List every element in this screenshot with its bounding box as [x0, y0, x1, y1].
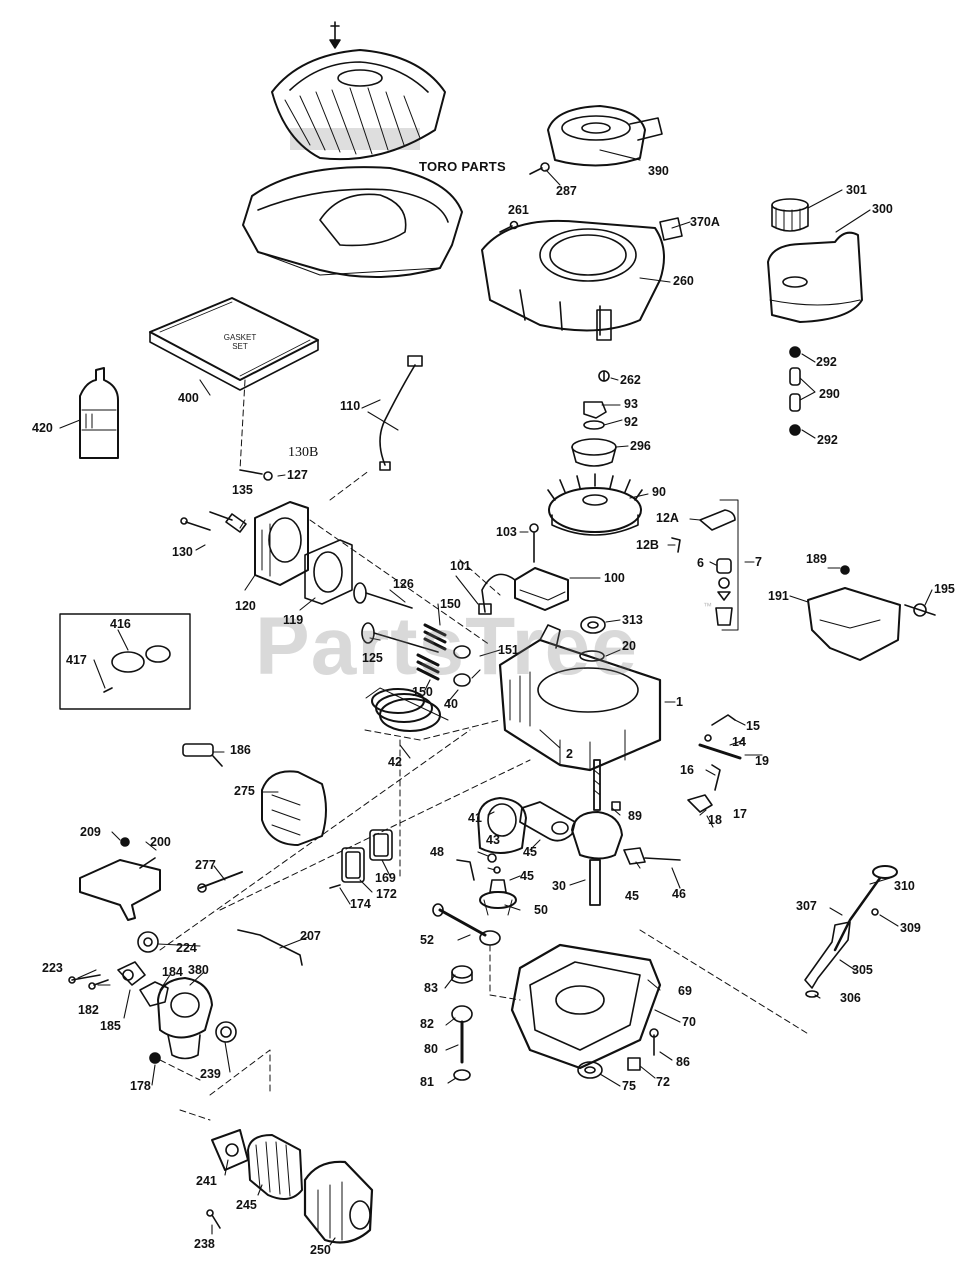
piston [477, 797, 527, 854]
o-ring-239 [215, 1021, 237, 1043]
recoil-cover [271, 49, 446, 161]
oil-seal-75 [577, 1061, 603, 1079]
plug-72 [627, 1057, 641, 1071]
throttle-bracket [79, 837, 161, 921]
valve-126 [353, 582, 413, 609]
bolts-223-182 [68, 974, 109, 990]
governor-gear [479, 879, 517, 916]
oil-pump-cap [451, 965, 473, 984]
camshaft [432, 903, 501, 946]
screw-238 [206, 1209, 221, 1229]
screw-103 [529, 523, 539, 563]
dipstick-tube [804, 921, 851, 989]
breather-gasket-172 [341, 847, 365, 883]
governor-shaft [456, 853, 497, 881]
connecting-rod [519, 801, 576, 842]
screw-261 [499, 220, 519, 233]
spark-plug [209, 511, 247, 533]
ignition-lead [379, 355, 423, 471]
fuel-line-parts [789, 346, 801, 436]
rod-cap [623, 847, 681, 865]
decal-370A [659, 217, 683, 241]
nut-178 [149, 1052, 161, 1064]
cylinder-head [254, 501, 309, 586]
blower-housing [481, 219, 665, 341]
screw-262 [598, 370, 610, 382]
piston-rings [365, 687, 449, 732]
key-89 [611, 801, 621, 811]
oil-bottle [79, 367, 119, 459]
spacer-224 [137, 931, 159, 953]
bolt-130 [180, 517, 211, 531]
flywheel [547, 473, 643, 536]
valve-125 [361, 622, 439, 653]
washer-92 [583, 420, 605, 430]
ring-20 [579, 650, 605, 662]
bolt-277 [197, 871, 243, 893]
valve-springs [416, 623, 447, 681]
crankshaft [571, 759, 623, 906]
bracket-7 [715, 499, 739, 631]
oil-pump-gear [451, 1005, 473, 1023]
carburetor [157, 977, 213, 1060]
seal-313 [580, 616, 606, 634]
flywheel-nut [583, 401, 607, 419]
governor-lever [687, 714, 742, 813]
brake-parts-12A [699, 509, 736, 531]
air-filter-element [247, 1134, 303, 1200]
link-207 [237, 929, 303, 966]
fuel-cap [771, 198, 809, 232]
governor-bracket [807, 565, 936, 661]
screw-top [329, 21, 341, 49]
gasket-set-box [149, 297, 319, 391]
washer-81 [453, 1069, 471, 1081]
engine-shroud-plate [242, 166, 463, 278]
breather-gasket-169 [369, 829, 393, 861]
ignition-module [478, 567, 569, 615]
crankcase-cover [510, 943, 662, 1070]
air-cleaner-body [211, 1129, 249, 1171]
alignment-lines [159, 379, 811, 1121]
screw-287 [529, 162, 550, 175]
bolt-86 [649, 1028, 659, 1056]
rewind-starter [547, 105, 663, 167]
inset-box [59, 613, 191, 710]
leader-lines [59, 149, 933, 1246]
dipstick [833, 865, 898, 952]
head-gasket [304, 539, 353, 605]
o-ring-306 [805, 990, 819, 998]
engine-block [498, 624, 662, 772]
carb-gasket-184 [139, 981, 169, 1007]
screw-309 [871, 908, 879, 916]
air-cleaner-cover [303, 1160, 374, 1244]
insulator-185 [117, 961, 146, 986]
spring-retainers [453, 645, 471, 687]
bolt-127 [239, 469, 273, 481]
starter-cup [571, 438, 617, 467]
brake-parts-12B [671, 537, 681, 553]
muffler [261, 770, 327, 846]
screw-174 [329, 884, 341, 889]
breather-186 [182, 743, 223, 767]
fuel-tank [767, 231, 863, 323]
